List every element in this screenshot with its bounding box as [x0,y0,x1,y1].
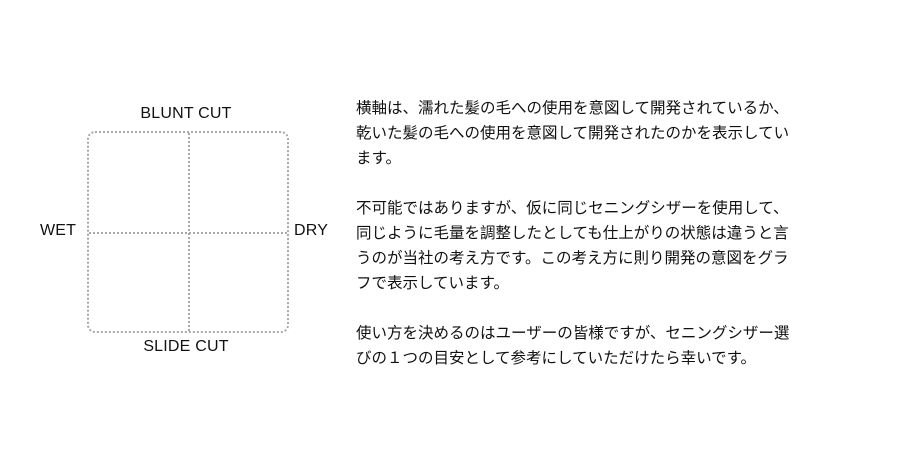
axis-label-left: WET [40,222,77,239]
description-text: 横軸は、濡れた髪の毛への使用を意図して開発されているか、 乾いた髪の毛への使用を… [356,96,856,371]
axis-label-bottom: SLIDE CUT [143,338,229,355]
description-paragraph-1: 横軸は、濡れた髪の毛への使用を意図して開発されているか、 乾いた髪の毛への使用を… [356,99,790,167]
axis-label-right: DRY [294,222,329,239]
description-paragraph-2: 不可能ではありますが、仮に同じセニングシザーを使用して、 同じように毛量を調整し… [356,199,789,292]
quadrant-frame [87,131,289,333]
horizontal-divider [89,232,287,234]
description-paragraph-3: 使い方を決めるのはユーザーの皆様ですが、セニングシザー選 びの１つの目安として参… [356,324,790,367]
axis-label-top: BLUNT CUT [140,105,232,122]
